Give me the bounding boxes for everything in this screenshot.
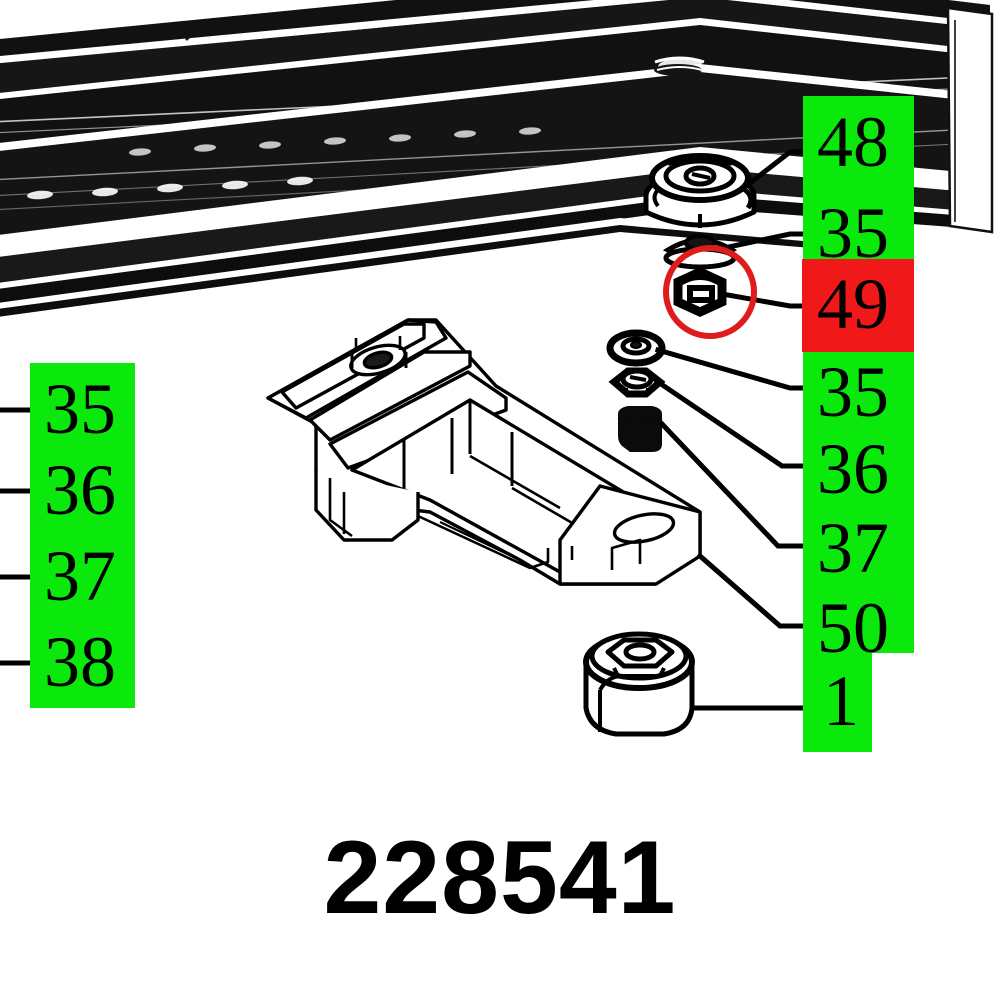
flat-washer-graphic [606,329,666,367]
label-37-right[interactable]: 37 [803,508,914,592]
label-48-text: 48 [817,102,889,182]
left-label-column: 35 36 37 38 [30,363,135,708]
right-column-backdrop [803,96,914,653]
label-38-left-text: 38 [44,622,116,702]
lock-nut-graphic [608,367,666,398]
label-35-left[interactable]: 35 [30,369,135,453]
label-36-left[interactable]: 36 [30,450,135,534]
right-label-column-tail: 1 [803,653,872,752]
label-48[interactable]: 48 [803,96,914,192]
label-49-text: 49 [817,263,889,344]
label-35-lower[interactable]: 35 [803,352,914,436]
label-37-left[interactable]: 37 [30,536,135,620]
left-column-backdrop [30,363,135,708]
slider-housing-graphic [266,318,702,586]
clamping-knob-graphic [643,153,757,228]
part-number: 228541 [323,820,677,936]
label-36-left-text: 36 [44,450,116,530]
label-36-right-text: 36 [817,429,889,509]
right-label-column: 48 35 49 35 36 37 50 [802,96,914,664]
label-35-upper[interactable]: 35 [803,192,914,277]
label-35-lower-text: 35 [817,352,889,432]
label-50-text: 50 [817,588,889,668]
label-36-right[interactable]: 36 [803,429,914,513]
label-50[interactable]: 50 [803,588,914,672]
label-1[interactable]: 1 [803,661,872,745]
label-49-selected[interactable]: 49 [802,259,914,352]
label-1-text: 1 [823,661,859,741]
label-35-left-text: 35 [44,369,116,449]
label-37-right-text: 37 [817,508,889,588]
label-35-upper-text: 35 [817,192,889,273]
selection-circle-icon [663,245,757,339]
rubber-bushing-graphic [617,406,663,452]
cam-knob-graphic [583,631,695,737]
label-37-left-text: 37 [44,536,116,616]
label-38-left[interactable]: 38 [30,622,135,706]
right-tail-backdrop [803,653,872,752]
hex-nut-graphic [673,267,727,317]
